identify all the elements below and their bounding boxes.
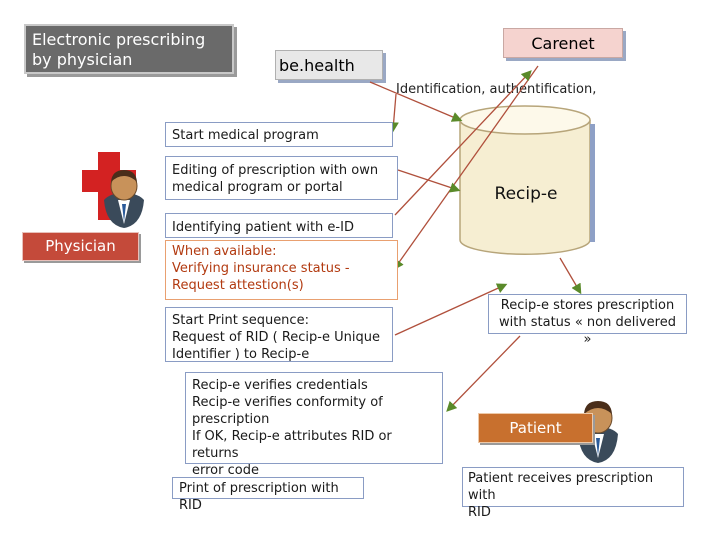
arrow-ident-start — [388, 93, 399, 133]
carenet-box: Carenet — [503, 28, 623, 58]
note-recipe-stores: Recip-e stores prescription with status … — [488, 294, 687, 347]
step-identifying-patient: Identifying patient with e-ID — [165, 213, 393, 238]
behealth-box: be.health — [275, 50, 383, 80]
print-seq-line-1: Start Print sequence: — [172, 313, 309, 328]
arrow-stores-to-verifies — [446, 335, 521, 412]
arrow-behealth-to-steps — [369, 81, 463, 122]
recipe-database-label: Recip-e — [494, 184, 558, 204]
arrow-ident-to-carenet — [394, 70, 532, 216]
arrow-carenet-diagonal — [393, 65, 539, 271]
physician-person-icon — [104, 170, 144, 228]
step-recipe-verifies: Recip-e verifies credentials Recip-e ver… — [185, 372, 443, 478]
arrow-recipe-to-stores — [559, 257, 582, 295]
verifying-line-1: When available: — [172, 244, 277, 259]
stores-line-2: with status « non delivered » — [499, 315, 676, 347]
step-verifying-insurance: When available: Verifying insurance stat… — [165, 240, 398, 300]
verifies-line-2: Recip-e verifies conformity of — [192, 395, 383, 410]
receives-line-2: RID — [468, 505, 491, 520]
editing-line-1: Editing of prescription with own — [172, 163, 379, 178]
verifies-line-3: prescription — [192, 412, 270, 427]
editing-line-2: medical program or portal — [172, 180, 343, 195]
note-patient-receives: Patient receives prescription with RID — [462, 467, 684, 520]
patient-label: Patient — [478, 413, 593, 443]
diagram-title: Electronic prescribing by physician — [24, 24, 234, 74]
print-seq-line-2: Request of RID ( Recip-e Unique — [172, 330, 380, 345]
verifying-line-3: Request attestion(s) — [172, 278, 304, 293]
verifies-line-1: Recip-e verifies credentials — [192, 378, 368, 393]
stores-line-1: Recip-e stores prescription — [500, 298, 675, 313]
step-print-with-rid: Print of prescription with RID — [172, 477, 364, 513]
flow-arrows — [369, 65, 582, 412]
verifies-line-5: error code — [192, 463, 259, 478]
print-seq-line-3: Identifier ) to Recip-e — [172, 347, 310, 362]
identification-label: Identification, authentification, — [396, 82, 597, 97]
verifies-line-4: If OK, Recip-e attributes RID or returns — [192, 429, 392, 461]
receives-line-1: Patient receives prescription with — [468, 471, 654, 503]
step-print-sequence: Start Print sequence: Request of RID ( R… — [165, 307, 393, 362]
arrow-print-to-recipe — [394, 283, 508, 336]
recipe-database-icon — [459, 105, 595, 255]
verifying-line-2: Verifying insurance status - — [172, 261, 350, 276]
step-editing-prescription: Editing of prescription with own medical… — [165, 156, 398, 200]
physician-label: Physician — [22, 232, 139, 261]
step-start-medical-program: Start medical program — [165, 122, 393, 147]
